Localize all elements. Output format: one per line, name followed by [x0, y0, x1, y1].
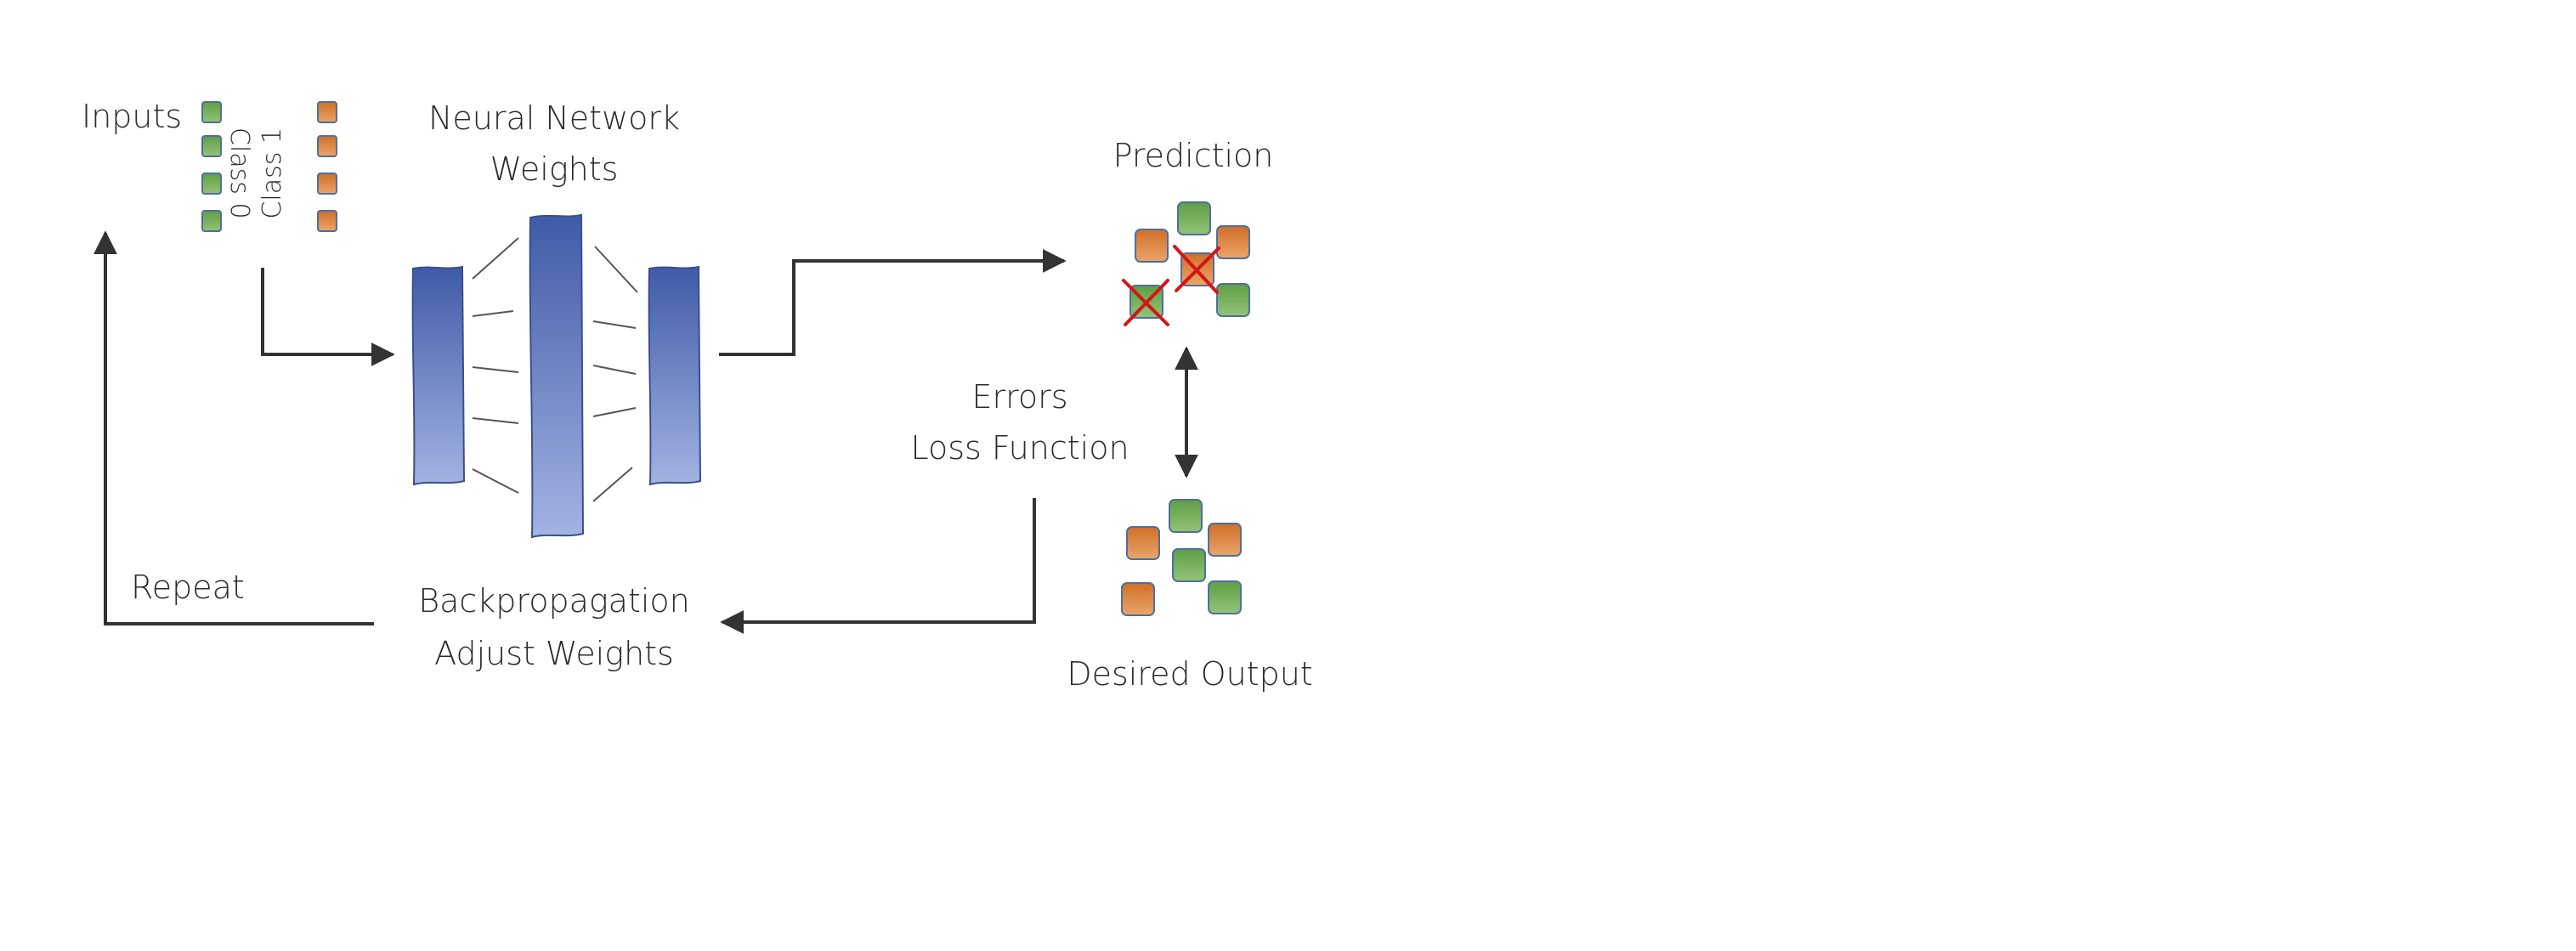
input-class1-squares	[317, 101, 337, 232]
adjust-weights-label: Adjust Weights	[434, 635, 674, 672]
arrow-repeat-loop	[93, 230, 374, 626]
nn-connections	[472, 237, 638, 502]
backpropagation-label: Backpropagation	[418, 582, 690, 620]
nn-connection	[472, 417, 519, 424]
inputs-label: Inputs	[82, 98, 182, 135]
weights-label: Weights	[490, 150, 619, 188]
prediction-square-green	[1216, 283, 1250, 317]
repeat-label: Repeat	[131, 569, 245, 606]
desired-square-green	[1169, 499, 1203, 533]
error-cross-icon	[1122, 279, 1169, 326]
arrows	[93, 230, 1198, 634]
input-square-orange	[317, 135, 337, 157]
loss-function-label: Loss Function	[910, 429, 1129, 467]
class1-label: Class 1	[258, 127, 287, 219]
class0-label: Class 0	[224, 127, 254, 219]
input-square-orange	[317, 101, 337, 123]
nn-connection	[592, 407, 637, 417]
prediction-square-green	[1177, 201, 1211, 235]
nn-connection	[472, 468, 519, 494]
errors-label: Errors	[971, 378, 1067, 416]
nn-connection	[472, 237, 519, 280]
nn-connection	[472, 366, 519, 373]
arrow-loss-to-backprop	[720, 498, 1036, 634]
nn-layer-input	[411, 265, 466, 486]
prediction-square-orange	[1135, 229, 1169, 263]
input-square-green	[201, 101, 222, 123]
error-cross-icon	[1173, 245, 1220, 294]
nn-connection	[592, 467, 633, 502]
nn-connection	[592, 365, 637, 375]
arrow-network-to-prediction	[719, 249, 1067, 356]
prediction-label: Prediction	[1113, 137, 1274, 174]
desired-square-orange	[1121, 582, 1155, 616]
desired-square-orange	[1126, 526, 1160, 560]
desired-square-green	[1208, 580, 1242, 614]
neural-network-label: Neural Network	[428, 99, 680, 137]
desired-square-green	[1172, 548, 1206, 582]
input-square-green	[201, 210, 222, 232]
desired-output-label: Desired Output	[1067, 655, 1312, 693]
arrow-inputs-to-network	[261, 268, 395, 366]
prediction-squares	[1122, 201, 1250, 326]
neural-network	[411, 213, 702, 539]
input-square-orange	[317, 210, 337, 232]
nn-connection	[592, 320, 637, 329]
nn-layer-output	[648, 265, 702, 486]
desired-output-squares	[1121, 499, 1242, 616]
nn-connection	[472, 310, 514, 317]
desired-square-orange	[1208, 523, 1242, 557]
input-square-green	[201, 173, 222, 195]
prediction-square-orange	[1216, 225, 1250, 259]
input-class0-squares	[201, 101, 222, 232]
nn-layer-hidden	[529, 213, 585, 539]
input-square-green	[201, 135, 222, 157]
nn-connection	[594, 246, 638, 293]
input-square-orange	[317, 173, 337, 195]
